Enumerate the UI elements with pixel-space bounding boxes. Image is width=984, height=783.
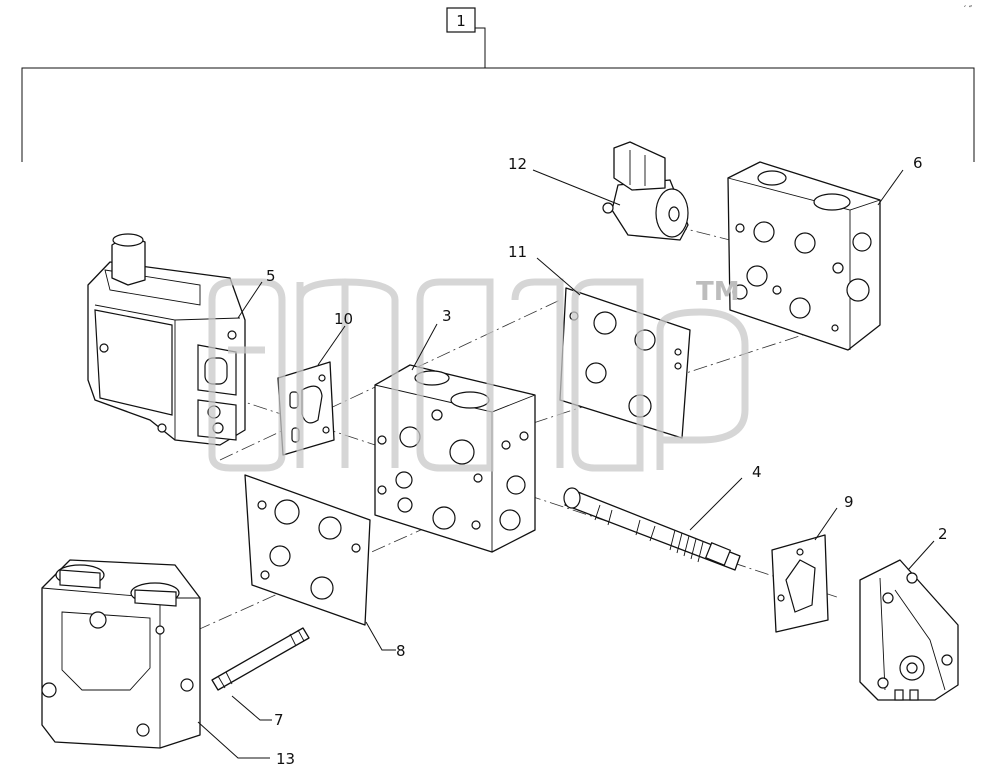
callout-11: 11 [508, 243, 527, 261]
callout-5: 5 [266, 267, 276, 285]
part-7-tie-rod [211, 627, 310, 691]
callout-labels: 2 3 4 5 6 7 8 9 10 11 12 13 [266, 154, 948, 768]
callout-9: 9 [844, 493, 854, 511]
callout-13: 13 [276, 750, 295, 768]
callout-8: 8 [396, 642, 406, 660]
part-4-spool [563, 487, 741, 571]
callout-12: 12 [508, 155, 527, 173]
watermark-logo: TM [208, 277, 749, 472]
part-11-gasket-plate [559, 287, 691, 439]
part-5-solenoid-valve [87, 233, 246, 446]
callout-6: 6 [913, 154, 923, 172]
part-6-outlet-section [727, 161, 881, 351]
part-10-gasket [277, 361, 335, 456]
corner-mark: ′ ″ [964, 5, 973, 15]
part-3-valve-block [374, 364, 536, 553]
part-8-gasket-plate [244, 474, 371, 626]
callout-3: 3 [442, 307, 452, 325]
part-12-solenoid-coil [602, 141, 689, 241]
callout-4: 4 [752, 463, 762, 481]
part-2-end-cap [859, 559, 959, 701]
watermark-tm: TM [696, 277, 740, 307]
callout-10: 10 [334, 310, 353, 328]
assembly-label: 1 [456, 12, 466, 30]
leader-lines [197, 169, 935, 759]
part-13-inlet-cover [41, 559, 201, 749]
assembly-label-box [446, 7, 476, 33]
assembly-bracket: 1 [21, 7, 975, 162]
callout-7: 7 [274, 711, 284, 729]
callout-2: 2 [938, 525, 948, 543]
part-9-end-gasket [771, 534, 829, 633]
